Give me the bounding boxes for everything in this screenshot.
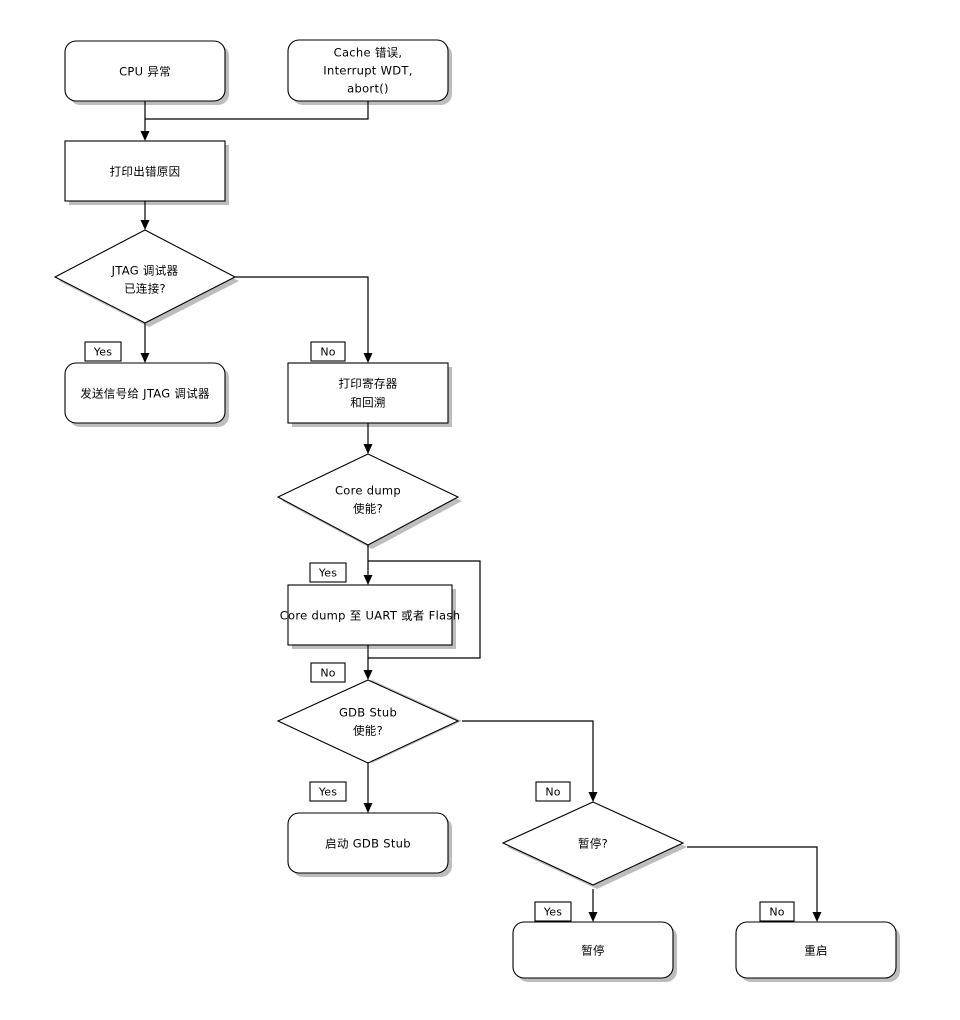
node-cache-error[interactable]: Cache 错误, Interrupt WDT, abort() bbox=[287, 39, 449, 102]
node-start-gdb-stub-label: 启动 GDB Stub bbox=[325, 837, 411, 851]
edge-jtag-no bbox=[235, 276, 369, 355]
arrowhead-send-signal bbox=[140, 353, 150, 363]
edge-layer bbox=[140, 101, 822, 922]
edge-coredump-no-bypass bbox=[368, 560, 481, 659]
edge-label-jtag-no-box bbox=[310, 341, 346, 362]
edge-label-gdb-stub-no-text: No bbox=[545, 786, 560, 799]
node-cache-error-line1: Cache 错误, bbox=[334, 46, 403, 60]
node-print-error-reason[interactable]: 打印出错原因 bbox=[64, 140, 226, 202]
edge-label-jtag-no-text: No bbox=[320, 346, 335, 359]
edge-label-halt-yes-text: Yes bbox=[543, 906, 562, 919]
node-cpu-exception[interactable]: CPU 异常 bbox=[64, 40, 226, 102]
edge-label-halt-yes-box bbox=[534, 901, 572, 922]
edge-cache-to-print bbox=[145, 101, 369, 120]
node-cache-error-shape[interactable] bbox=[287, 39, 449, 102]
node-core-dump-target-shape[interactable] bbox=[287, 584, 453, 646]
arrowhead-print-registers bbox=[363, 353, 373, 363]
node-core-dump-target-label: Core dump 至 UART 或者 Flash bbox=[280, 609, 461, 623]
node-halt-question-label: 暂停? bbox=[578, 837, 608, 851]
node-start-gdb-stub[interactable]: 启动 GDB Stub bbox=[287, 812, 449, 874]
node-layer: CPU 异常 Cache 错误, Interrupt WDT, abort() … bbox=[53, 39, 897, 979]
node-jtag-connected[interactable]: JTAG 调试器 已连接? bbox=[53, 229, 237, 324]
edge-label-core-dump-yes: Yes bbox=[309, 562, 347, 583]
edge-label-gdb-stub-no-box bbox=[535, 781, 571, 802]
node-core-dump-enabled-line1: Core dump bbox=[335, 484, 401, 498]
node-halt-question-shape[interactable] bbox=[501, 801, 685, 886]
node-reboot[interactable]: 重启 bbox=[735, 921, 897, 979]
edge-label-core-dump-no-box bbox=[310, 662, 346, 683]
node-cache-error-line2: Interrupt WDT, bbox=[323, 64, 412, 78]
edge-halt-no bbox=[687, 846, 818, 914]
edge-label-jtag-no: No bbox=[310, 341, 346, 362]
node-print-registers-line2: 和回溯 bbox=[350, 396, 385, 410]
arrowhead-halt-diamond bbox=[588, 792, 598, 802]
edge-label-jtag-yes-box bbox=[84, 341, 122, 362]
edge-label-gdb-stub-yes: Yes bbox=[309, 781, 347, 802]
node-cache-error-line3: abort() bbox=[347, 82, 389, 96]
arrowhead-print-error bbox=[140, 131, 150, 141]
node-send-signal-jtag[interactable]: 发送信号给 JTAG 调试器 bbox=[64, 362, 226, 424]
edge-label-gdb-stub-no: No bbox=[535, 781, 571, 802]
node-start-gdb-stub-shape[interactable] bbox=[287, 812, 449, 874]
edge-label-jtag-yes: Yes bbox=[84, 341, 122, 362]
node-core-dump-target[interactable]: Core dump 至 UART 或者 Flash bbox=[280, 584, 461, 646]
node-halt-label: 暂停 bbox=[581, 944, 605, 958]
edge-label-halt-yes: Yes bbox=[534, 901, 572, 922]
edge-gdbstub-no bbox=[462, 720, 594, 794]
node-gdb-stub-enabled-shape[interactable] bbox=[276, 679, 460, 764]
arrowhead-coredump-box bbox=[363, 575, 373, 585]
node-send-signal-jtag-shape[interactable] bbox=[64, 362, 226, 424]
node-halt[interactable]: 暂停 bbox=[512, 921, 674, 979]
node-gdb-stub-enabled[interactable]: GDB Stub 使能? bbox=[276, 679, 460, 764]
node-gdb-stub-enabled-line2: 使能? bbox=[353, 724, 383, 738]
node-reboot-shape[interactable] bbox=[735, 921, 897, 979]
arrowhead-jtag-diamond bbox=[140, 220, 150, 230]
node-print-error-reason-shape[interactable] bbox=[64, 140, 226, 202]
edge-label-core-dump-yes-box bbox=[309, 562, 347, 583]
node-print-registers[interactable]: 打印寄存器 和回溯 bbox=[287, 362, 449, 424]
node-jtag-connected-line2: 已连接? bbox=[124, 282, 166, 296]
node-reboot-label: 重启 bbox=[804, 944, 828, 958]
edge-label-core-dump-yes-text: Yes bbox=[318, 567, 337, 580]
node-cpu-exception-label: CPU 异常 bbox=[119, 65, 171, 79]
node-jtag-connected-line1: JTAG 调试器 bbox=[111, 264, 179, 278]
node-halt-question[interactable]: 暂停? bbox=[501, 801, 685, 886]
arrowhead-reboot-box bbox=[812, 912, 822, 922]
arrowhead-gdbstub-diamond bbox=[363, 670, 373, 680]
edge-label-gdb-stub-yes-text: Yes bbox=[318, 786, 337, 799]
edge-label-core-dump-no-text: No bbox=[320, 667, 335, 680]
arrowhead-start-gdbstub bbox=[363, 803, 373, 813]
node-send-signal-jtag-label: 发送信号给 JTAG 调试器 bbox=[80, 387, 210, 401]
edge-label-halt-no-box bbox=[759, 901, 795, 922]
edge-label-gdb-stub-yes-box bbox=[309, 781, 347, 802]
edge-label-halt-no-text: No bbox=[769, 906, 784, 919]
node-print-registers-shape[interactable] bbox=[287, 362, 449, 424]
node-gdb-stub-enabled-line1: GDB Stub bbox=[339, 706, 397, 720]
node-print-error-reason-label: 打印出错原因 bbox=[110, 165, 181, 179]
node-core-dump-enabled-line2: 使能? bbox=[353, 502, 383, 516]
edge-label-core-dump-no: No bbox=[310, 662, 346, 683]
node-halt-shape[interactable] bbox=[512, 921, 674, 979]
arrowhead-coredump-diamond bbox=[363, 444, 373, 454]
node-core-dump-enabled-shape[interactable] bbox=[276, 453, 460, 546]
edge-label-layer: Yes No Yes No Yes No bbox=[84, 341, 795, 922]
node-cpu-exception-shape[interactable] bbox=[64, 40, 226, 102]
arrowhead-halt-box bbox=[588, 912, 598, 922]
node-core-dump-enabled[interactable]: Core dump 使能? bbox=[276, 453, 460, 546]
node-jtag-connected-shape[interactable] bbox=[53, 229, 237, 324]
edge-label-halt-no: No bbox=[759, 901, 795, 922]
node-print-registers-line1: 打印寄存器 bbox=[339, 377, 398, 391]
edge-label-jtag-yes-text: Yes bbox=[93, 346, 112, 359]
